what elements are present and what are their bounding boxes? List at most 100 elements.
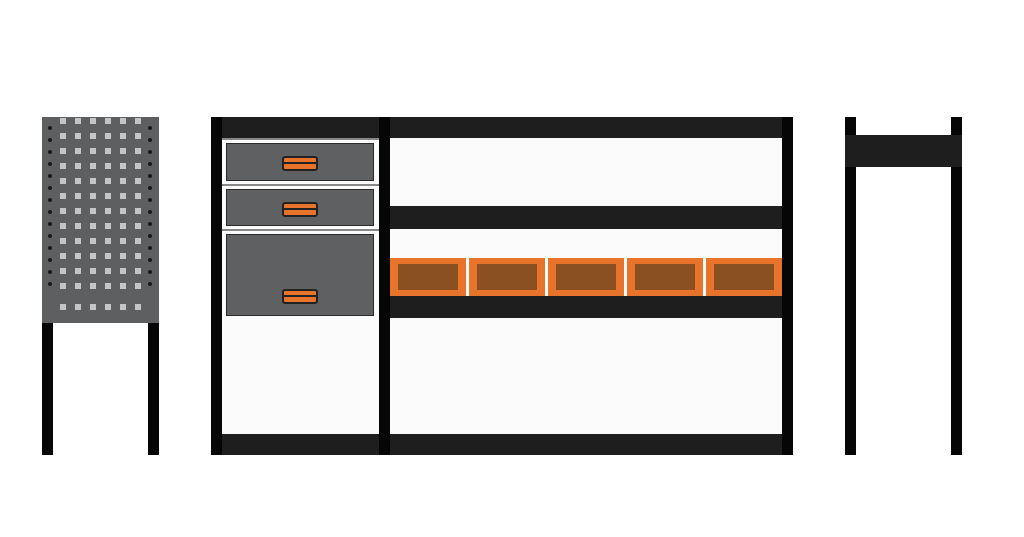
peg-hole bbox=[135, 148, 141, 154]
peg-hole bbox=[120, 283, 126, 289]
peg-hole bbox=[120, 133, 126, 139]
drawer-rail bbox=[222, 229, 379, 231]
peg-hole bbox=[90, 163, 96, 169]
peg-hole bbox=[105, 283, 111, 289]
peg-hole bbox=[60, 148, 66, 154]
peg-hole bbox=[105, 208, 111, 214]
drawer-rail bbox=[222, 184, 379, 186]
peg-hole bbox=[60, 304, 66, 310]
mount-hole bbox=[148, 258, 152, 262]
post-right bbox=[782, 117, 793, 455]
peg-hole bbox=[90, 283, 96, 289]
mount-hole bbox=[148, 174, 152, 178]
peg-hole bbox=[75, 283, 81, 289]
peg-hole bbox=[105, 193, 111, 199]
mount-hole bbox=[48, 222, 52, 226]
mount-hole bbox=[48, 234, 52, 238]
peg-hole bbox=[135, 193, 141, 199]
peg-hole bbox=[120, 304, 126, 310]
frame-crossbar bbox=[845, 135, 962, 167]
peg-hole bbox=[60, 253, 66, 259]
storage-bin bbox=[706, 258, 782, 296]
peg-hole bbox=[135, 223, 141, 229]
peg-hole bbox=[75, 208, 81, 214]
peg-hole bbox=[75, 268, 81, 274]
mount-hole bbox=[148, 186, 152, 190]
pegboard bbox=[42, 117, 159, 323]
mount-hole bbox=[48, 270, 52, 274]
peg-hole bbox=[105, 238, 111, 244]
peg-hole bbox=[90, 238, 96, 244]
top-bar bbox=[211, 117, 793, 138]
mount-hole bbox=[48, 246, 52, 250]
peg-hole bbox=[105, 253, 111, 259]
peg-hole bbox=[90, 178, 96, 184]
peg-hole bbox=[135, 238, 141, 244]
peg-hole bbox=[60, 283, 66, 289]
mount-hole bbox=[48, 126, 52, 130]
peg-hole bbox=[120, 208, 126, 214]
peg-hole bbox=[75, 148, 81, 154]
peg-hole bbox=[75, 253, 81, 259]
peg-hole bbox=[60, 268, 66, 274]
peg-hole bbox=[105, 148, 111, 154]
mount-hole bbox=[148, 234, 152, 238]
peg-hole bbox=[60, 238, 66, 244]
peg-hole bbox=[120, 118, 126, 124]
peg-hole bbox=[105, 133, 111, 139]
mount-hole bbox=[148, 150, 152, 154]
peg-hole bbox=[60, 223, 66, 229]
drawer-handle[interactable] bbox=[282, 156, 318, 171]
mount-hole bbox=[48, 210, 52, 214]
mount-hole bbox=[148, 282, 152, 286]
peg-hole bbox=[135, 118, 141, 124]
peg-hole bbox=[105, 118, 111, 124]
drawer-3[interactable] bbox=[226, 234, 374, 316]
peg-hole bbox=[75, 163, 81, 169]
bottom-bar bbox=[211, 434, 793, 455]
storage-bin bbox=[390, 258, 466, 296]
peg-hole bbox=[60, 193, 66, 199]
mount-hole bbox=[148, 270, 152, 274]
peg-hole bbox=[75, 238, 81, 244]
drawer-handle[interactable] bbox=[282, 202, 318, 217]
peg-hole bbox=[75, 118, 81, 124]
mount-hole bbox=[48, 150, 52, 154]
peg-hole bbox=[105, 268, 111, 274]
drawer-1[interactable] bbox=[226, 143, 374, 181]
mount-hole bbox=[148, 246, 152, 250]
peg-hole bbox=[90, 253, 96, 259]
peg-hole bbox=[90, 193, 96, 199]
peg-hole bbox=[90, 223, 96, 229]
mount-hole bbox=[48, 198, 52, 202]
peg-hole bbox=[135, 304, 141, 310]
mount-hole bbox=[48, 282, 52, 286]
peg-hole bbox=[120, 163, 126, 169]
peg-hole bbox=[75, 133, 81, 139]
peg-hole bbox=[105, 304, 111, 310]
peg-hole bbox=[105, 178, 111, 184]
peg-hole bbox=[135, 253, 141, 259]
peg-hole bbox=[90, 268, 96, 274]
storage-bin bbox=[627, 258, 703, 296]
peg-hole bbox=[75, 193, 81, 199]
mount-hole bbox=[148, 138, 152, 142]
drawer-2[interactable] bbox=[226, 189, 374, 226]
drawer-handle[interactable] bbox=[282, 289, 318, 304]
frame-post-right bbox=[951, 117, 962, 455]
peg-hole bbox=[135, 208, 141, 214]
peg-hole bbox=[90, 208, 96, 214]
peg-hole bbox=[120, 253, 126, 259]
drawer-rail bbox=[222, 138, 379, 140]
mount-hole bbox=[148, 126, 152, 130]
mount-hole bbox=[48, 186, 52, 190]
peg-hole bbox=[60, 163, 66, 169]
mount-hole bbox=[148, 222, 152, 226]
peg-hole bbox=[135, 163, 141, 169]
shelf-bar bbox=[390, 296, 782, 318]
peg-hole bbox=[90, 118, 96, 124]
pegboard-leg-right bbox=[148, 323, 159, 455]
mount-hole bbox=[48, 174, 52, 178]
mount-hole bbox=[148, 210, 152, 214]
peg-hole bbox=[60, 208, 66, 214]
